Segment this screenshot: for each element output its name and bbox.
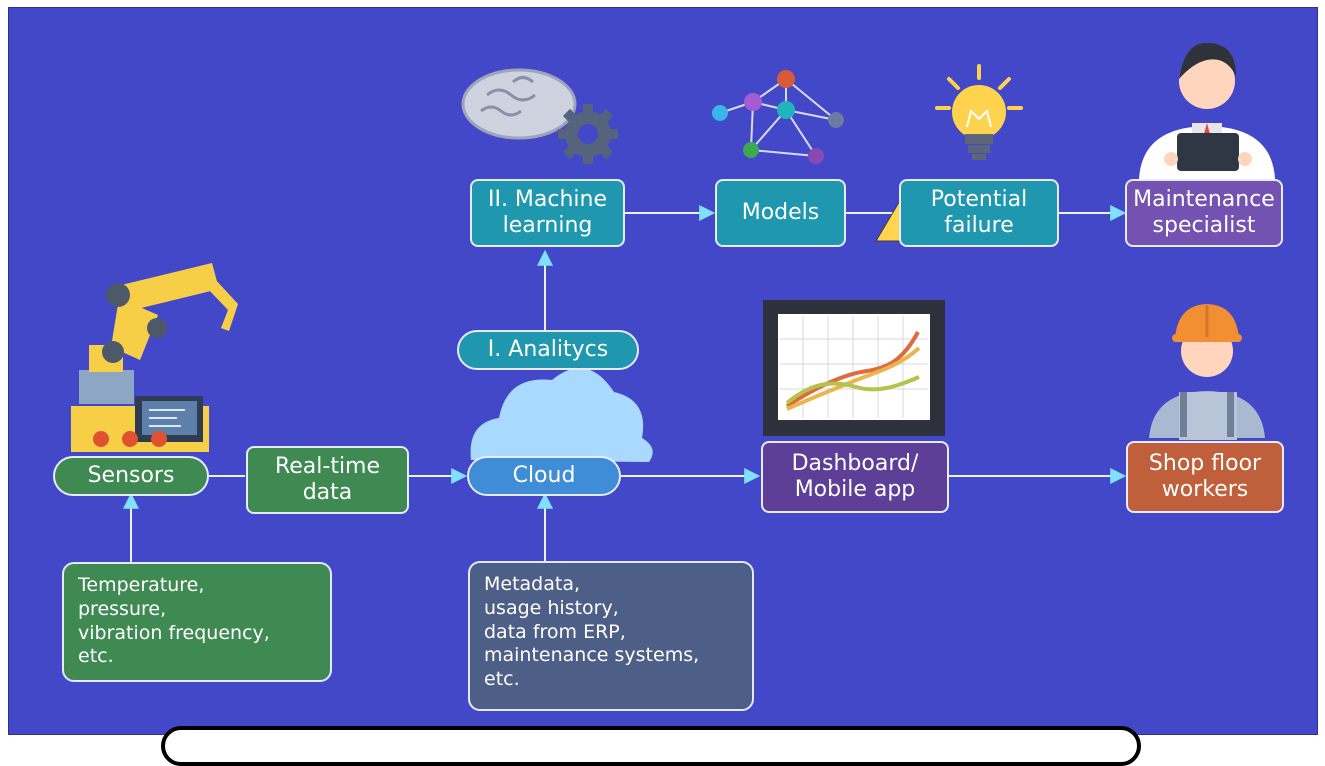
sensors-node: Sensors (53, 456, 209, 496)
brain-gear-icon (461, 68, 618, 164)
worker-icon (1149, 304, 1265, 440)
light-bulb-icon (935, 64, 1023, 160)
cloud-inputs-note: Metadata, usage history, data from ERP, … (468, 561, 754, 711)
cloud-icon (470, 367, 653, 462)
machine-learning-node: II. Machine learning (470, 179, 625, 247)
diagram-canvas: II. Machine learning Models Potential fa… (8, 7, 1318, 735)
shop-floor-workers-node: Shop floor workers (1126, 441, 1284, 513)
maintenance-specialist-node: Maintenance specialist (1125, 179, 1283, 247)
bottom-overlay-panel (161, 726, 1141, 766)
dashboard-mobile-app-node: Dashboard/ Mobile app (761, 441, 949, 513)
realtime-data-node: Real-time data (246, 446, 409, 514)
network-graph-icon (712, 70, 844, 164)
dashboard-chart-icon (763, 300, 945, 436)
models-node: Models (715, 179, 846, 247)
maintenance-specialist-icon (1139, 42, 1275, 179)
sensor-inputs-note: Temperature, pressure, vibration frequen… (62, 562, 332, 682)
cloud-node: Cloud (467, 456, 621, 496)
connector-layer (71, 42, 1275, 563)
robot-arm-icon (71, 263, 238, 452)
potential-failure-node: Potential failure (899, 179, 1059, 247)
analytics-node: I. Analitycs (457, 330, 639, 370)
